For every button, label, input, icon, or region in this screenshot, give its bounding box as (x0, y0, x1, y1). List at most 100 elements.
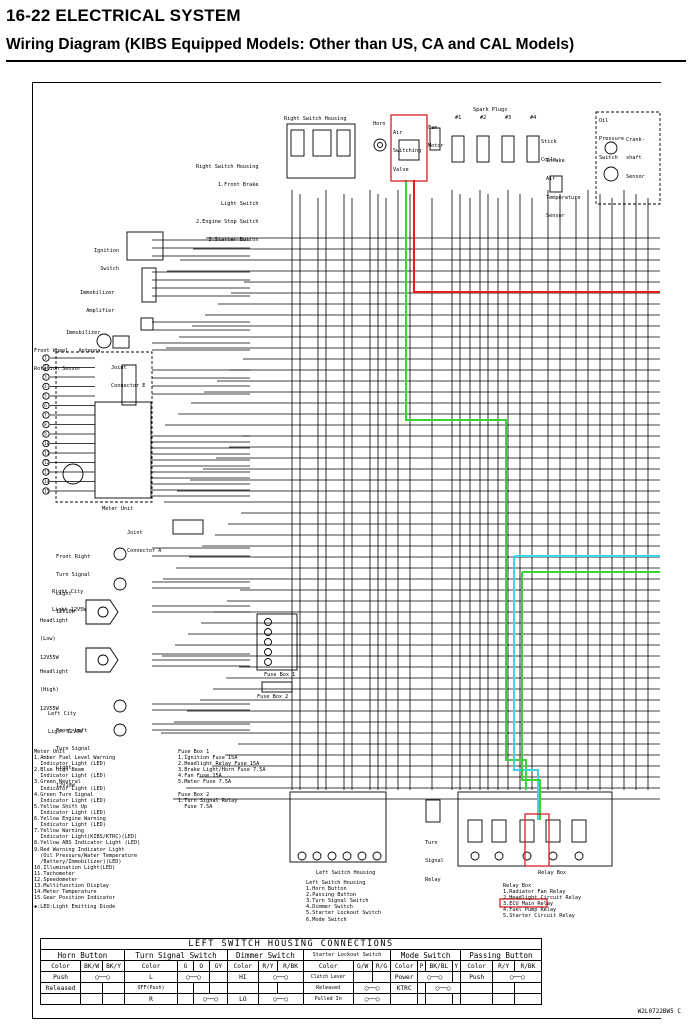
meter-legend-line: 6.Yellow Engine Warning (34, 816, 106, 823)
right-switch-housing-box (286, 123, 356, 179)
meter-legend-line: 13.Multifunction Display (34, 883, 109, 890)
meter-indicator-3 (42, 373, 50, 381)
title-rule (6, 60, 686, 62)
front-wheel-sensor-label: Front Wheel Rotation Sensor (34, 348, 81, 373)
meter-indicator-number: 4 (44, 384, 47, 389)
relay-4 (545, 819, 561, 843)
fuse-legend-line: 2.Headlight Relay Fuse 15A (178, 761, 260, 768)
meter-legend-line: 11.Tachometer (34, 870, 75, 877)
diagram-frame (32, 82, 661, 1019)
right-city-lamp (113, 577, 127, 591)
meter-legend-line: Indicator Light (LED) (34, 773, 106, 780)
fuse-legend-line: 3.Brake Light/Horn Fuse 7.5A (178, 767, 266, 774)
meter-legend-line: 2.Blue High Beam (34, 767, 84, 774)
component-symbols (42, 111, 661, 867)
meter-indicator-number: 1 (44, 356, 47, 361)
crankshaft-sensor-label: Crank- shaft Sensor (626, 137, 645, 180)
meter-unit-box (55, 351, 153, 503)
left-switch-number-badge (312, 851, 322, 861)
meter-indicator-14 (42, 477, 50, 486)
joint-connector-a-symbol (172, 519, 204, 535)
fuse-box-1-symbol (256, 613, 298, 671)
left-switch-number-badge (297, 851, 307, 861)
relay-number-badge (548, 851, 558, 861)
headlight-high-lamp (85, 647, 119, 673)
stick-coils-label: Stick Coils (541, 139, 557, 164)
meter-indicator-11 (42, 449, 50, 457)
meter-legend-line: Indicator Light (LED) (34, 761, 106, 768)
air-switching-valve-label: Air Switching Valve (393, 130, 422, 173)
meter-indicator-number: 7 (44, 413, 47, 418)
meter-indicator-number: 11 (44, 451, 49, 456)
meter-indicator-13 (42, 468, 50, 476)
group-turn-signal: Turn Signal Switch (123, 949, 229, 961)
stick-coil-4 (526, 135, 540, 163)
fuse-legend-line: Fuse 7.5A (178, 803, 213, 810)
left-switch-legend-line: 3.Turn Signal Switch (306, 898, 369, 905)
front-left-turn-lamp (113, 723, 127, 737)
meter-legend-line: Indicator Light (LED) (34, 785, 106, 792)
turn-signal-relay-label: Turn Signal Relay (425, 840, 444, 883)
immobilizer-amplifier-label: Immobilizer Amplifier (80, 290, 115, 315)
meter-indicator-12 (42, 458, 50, 467)
meter-legend-line: 5.Yellow Shift Up (34, 803, 88, 810)
relay-legend-line: 4.Fuel Pump Relay (503, 907, 557, 914)
horn-symbol (373, 138, 387, 152)
air-switching-valve-highlight (390, 114, 428, 182)
plug-4-label: #4 (530, 115, 537, 121)
meter-legend-line: 4.Green Turn Signal (34, 791, 94, 798)
engine-stop-switch (312, 129, 332, 157)
left-city-lamp (113, 699, 127, 713)
meter-legend-line: Indicator Light(KIBS/KTRC)(LED) (34, 834, 138, 841)
relay-number-badge (574, 851, 584, 861)
fuse-box-2-symbol (261, 681, 293, 693)
fuse-box-1-label: Fuse Box 1 (264, 672, 296, 678)
immobilizer-antenna-symbol (140, 317, 154, 331)
left-switch-number-badge (342, 851, 352, 861)
meter-legend-line: 10.Illumination Light(LED) (34, 864, 116, 871)
group-dimmer: Dimmer Switch (227, 949, 304, 961)
left-switch-connections-table: LEFT SWITCH HOUSING CONNECTIONS Horn But… (39, 938, 543, 1005)
horn-label: Horn (373, 121, 386, 127)
oil-pressure-switch-label: Oil Pressure Switch (599, 118, 624, 161)
meter-indicator-1 (42, 354, 50, 362)
relay-box-label: Relay Box (538, 870, 567, 876)
oil-crank-sensor-box (595, 111, 661, 205)
intake-air-sensor-symbol (549, 175, 563, 193)
relay-number-badge (522, 851, 532, 861)
left-switch-legend-line: Left Switch Housing (306, 880, 366, 886)
meter-indicator-8 (42, 420, 50, 429)
fuse-number-badge (264, 648, 272, 656)
left-switch-number-badge (357, 851, 367, 861)
cyan-wire-down (513, 556, 539, 820)
meter-legend-line: Indicator Light (LED) (34, 809, 106, 816)
ecu-main-relay-legend-highlight (499, 898, 548, 908)
meter-legend-line: 8.Yellow ABS Indicator Light (LED) (34, 840, 141, 847)
relay-number-badge (494, 851, 504, 861)
green-wire-1 (405, 180, 527, 790)
fuse-legend-line: 1.Ignition Fuse 15A (178, 755, 238, 762)
diagram-code: W2L0722BW5 C (637, 1008, 681, 1015)
right-switch-housing-label: Right Switch Housing (284, 116, 347, 122)
meter-legend-line: 3.Green Neutral (34, 779, 81, 786)
starter-button (336, 129, 351, 157)
meter-indicator-number: 12 (44, 460, 49, 465)
highlighted-wires (390, 114, 660, 908)
crankshaft-sensor-symbol (603, 166, 619, 182)
ignition-switch-symbol (126, 231, 164, 261)
fuse-number-badge (264, 628, 272, 636)
meter-indicator-4 (42, 382, 50, 391)
front-right-turn-label: Front Right Turn Signal Light 12V10W (56, 554, 91, 616)
page-subtitle: Wiring Diagram (KIBS Equipped Models: Ot… (6, 36, 575, 53)
left-switch-legend-line: 5.Starter Lockout Switch (306, 910, 381, 917)
tachometer-symbol (62, 463, 84, 485)
left-switch-legend-line: 2.Passing Button (306, 892, 356, 899)
meter-legend-line: 12.Speedometer (34, 876, 78, 883)
meter-ecu-block (94, 401, 152, 499)
fuse-legend-line: 1.Turn Signal Relay (178, 797, 238, 804)
table-caption: LEFT SWITCH HOUSING CONNECTIONS (40, 938, 542, 950)
